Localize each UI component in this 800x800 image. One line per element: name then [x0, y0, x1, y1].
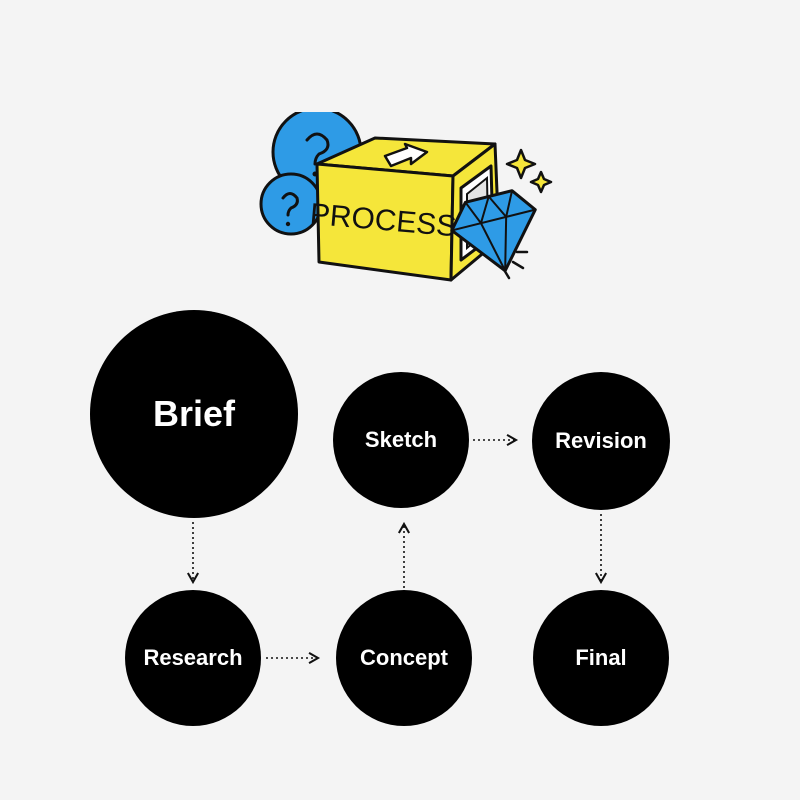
node-label: Research — [143, 645, 243, 670]
node-concept: Concept — [336, 590, 472, 726]
node-label: Final — [575, 645, 627, 670]
box-icon: PROCESS — [309, 136, 501, 282]
process-box-illustration: PROCESS — [259, 112, 553, 282]
shine-lines — [501, 250, 529, 280]
node-label: Revision — [555, 428, 647, 453]
node-brief: Brief — [90, 310, 298, 518]
node-label: Sketch — [364, 427, 438, 452]
node-research: Research — [125, 590, 261, 726]
node-final: Final — [533, 590, 669, 726]
node-label: Brief — [152, 393, 236, 434]
diamond-icon — [450, 189, 537, 273]
sparkle-icon — [505, 148, 553, 194]
node-sketch: Sketch — [333, 372, 469, 508]
node-revision: Revision — [532, 372, 670, 510]
node-label: Concept — [360, 645, 448, 670]
